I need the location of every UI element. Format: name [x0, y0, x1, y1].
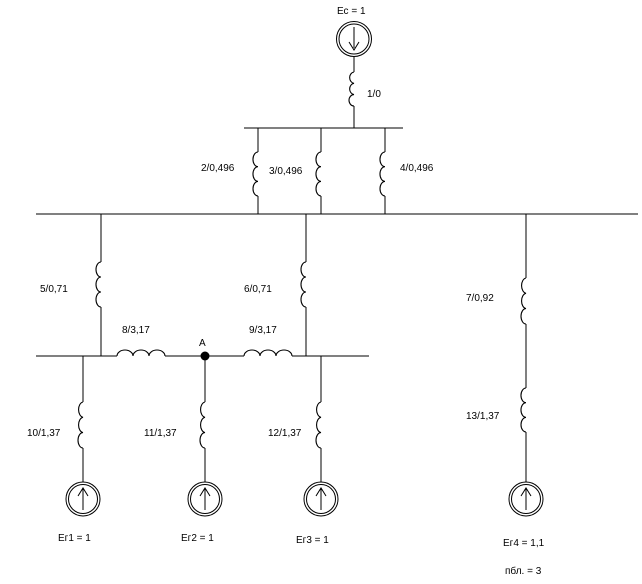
coil-4 [379, 151, 386, 197]
label-er4: Ег4 = 1,1 [503, 538, 545, 549]
coil-9 [243, 349, 293, 357]
label-x5: 5/0,71 [40, 284, 68, 295]
node-a-dot [200, 351, 210, 361]
label-x4: 4/0,496 [400, 163, 434, 174]
label-x8: 8/3,17 [122, 325, 150, 336]
source-er3 [303, 481, 339, 517]
coil-10 [77, 401, 84, 449]
label-node-a: A [199, 338, 206, 349]
label-x10: 10/1,37 [27, 428, 61, 439]
coil-5 [95, 261, 102, 308]
source-er4 [508, 481, 544, 517]
coil-11 [199, 401, 206, 449]
coil-3 [315, 151, 322, 197]
source-ec [336, 21, 372, 57]
label-x9: 9/3,17 [249, 325, 277, 336]
coil-7 [520, 277, 527, 325]
coil-12 [315, 401, 322, 449]
source-er2 [187, 481, 223, 517]
label-x7: 7/0,92 [466, 293, 494, 304]
coil-2 [252, 151, 259, 197]
label-x6: 6/0,71 [244, 284, 272, 295]
label-er2: Ег2 = 1 [181, 533, 214, 544]
label-x13: 13/1,37 [466, 411, 500, 422]
label-x12: 12/1,37 [268, 428, 302, 439]
label-er3: Ег3 = 1 [296, 535, 329, 546]
coil-1 [348, 71, 355, 107]
source-er1 [65, 481, 101, 517]
coil-13 [520, 387, 527, 433]
label-branch-count: пбл. = 3 [505, 565, 542, 577]
label-er1: Ег1 = 1 [58, 533, 91, 544]
coil-6 [300, 261, 307, 308]
label-x3: 3/0,496 [269, 166, 303, 177]
label-x1: 1/0 [367, 89, 381, 100]
coil-8 [116, 349, 166, 357]
label-ec: Ес = 1 [337, 6, 366, 17]
label-x2: 2/0,496 [201, 163, 235, 174]
label-x11: 11/1,37 [144, 428, 177, 439]
